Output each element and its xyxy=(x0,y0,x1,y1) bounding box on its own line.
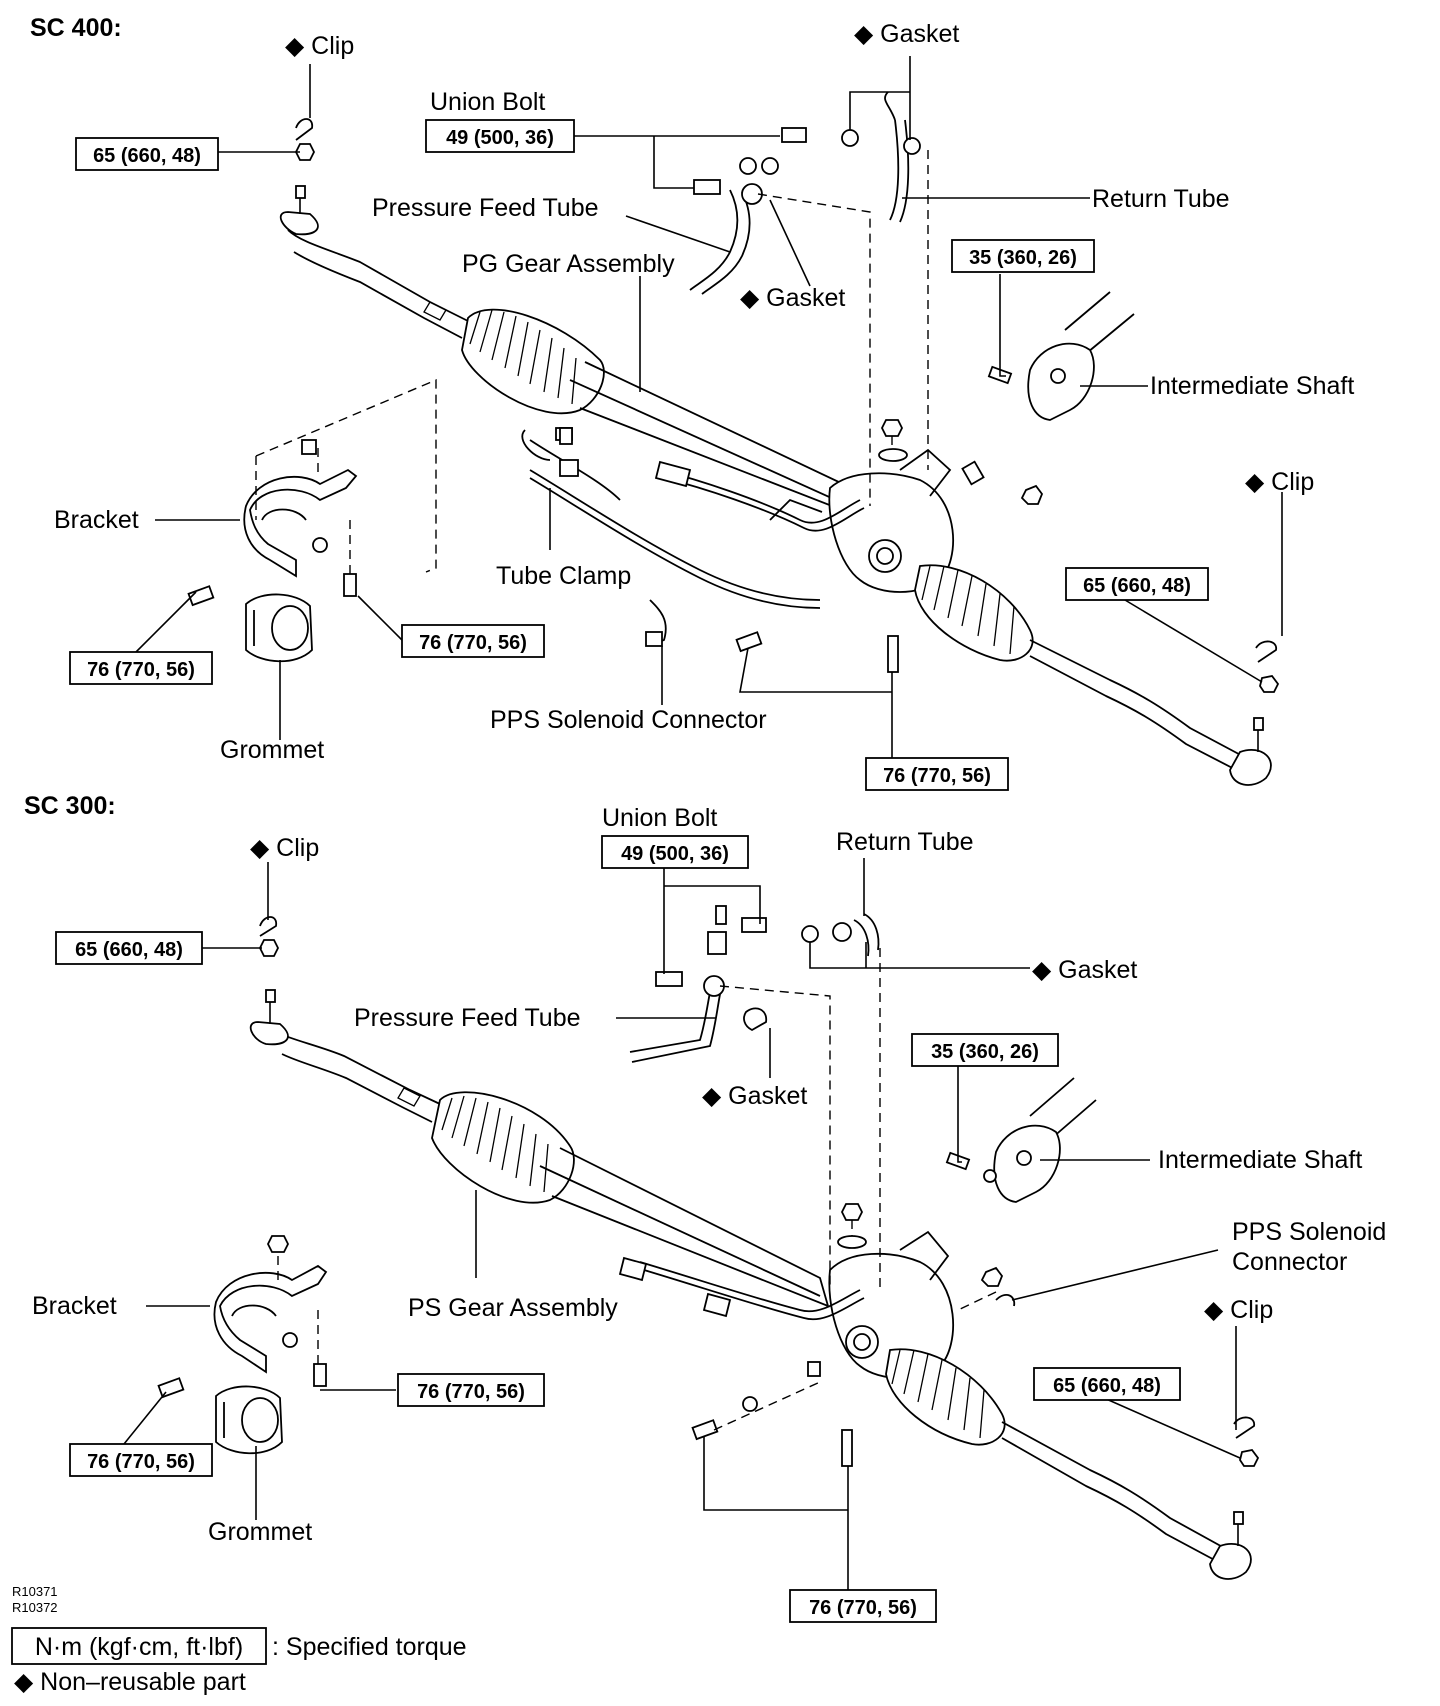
sc400-section: SC 400: xyxy=(30,14,1354,791)
figure-ref-1: R10371 xyxy=(12,1584,58,1599)
svg-text:76 (770, 56): 76 (770, 56) xyxy=(809,1597,917,1619)
sc300-clip-right-label: ◆ Clip xyxy=(1204,1296,1273,1324)
sc400-torque-box-bl: 76 (770, 56) xyxy=(69,651,213,685)
sc300-leader-lines xyxy=(123,858,1241,1590)
sc400-fasteners xyxy=(187,118,1280,693)
sc400-pps-solenoid-connector-label: PPS Solenoid Connector xyxy=(490,706,767,734)
sc300-bracket-part xyxy=(213,1235,328,1374)
sc300-tie-rod-right xyxy=(1001,1421,1252,1580)
sc300-torque-box-right: 65 (660, 48) xyxy=(1033,1367,1181,1401)
sc300-right-boot xyxy=(885,1348,1006,1446)
sc400-union-bolt-label: Union Bolt xyxy=(430,88,545,116)
legend-non-reusable: ◆ Non–reusable part xyxy=(14,1668,246,1696)
sc400-torque-box-bottom: 76 (770, 56) xyxy=(865,757,1009,791)
sc400-torque-box-shaft: 35 (360, 26) xyxy=(951,239,1095,273)
sc400-header: SC 400: xyxy=(30,14,122,42)
svg-text:76 (770, 56): 76 (770, 56) xyxy=(417,1381,525,1403)
sc400-pressure-tubes xyxy=(529,91,910,609)
sc300-grommet-label: Grommet xyxy=(208,1518,312,1546)
sc300-pps-solenoid-label-line2: Connector xyxy=(1232,1248,1347,1276)
sc400-bracket-label: Bracket xyxy=(54,506,139,534)
sc400-rack-housing xyxy=(287,229,870,522)
sc300-union-bolt-label: Union Bolt xyxy=(602,804,717,832)
sc300-gasket-right-label: ◆ Gasket xyxy=(1032,956,1137,984)
svg-text:65 (660, 48): 65 (660, 48) xyxy=(1053,1375,1161,1397)
svg-text:35 (360, 26): 35 (360, 26) xyxy=(931,1041,1039,1063)
sc400-bracket-part xyxy=(243,439,358,578)
sc400-tube-clamp-label: Tube Clamp xyxy=(496,562,631,590)
sc400-clip-right-label: ◆ Clip xyxy=(1245,468,1314,496)
figure-ref-2: R10372 xyxy=(12,1600,58,1615)
sc300-torque-box-bl: 76 (770, 56) xyxy=(69,1443,213,1477)
sc300-gasket-mid-label: ◆ Gasket xyxy=(702,1082,807,1110)
sc400-clip-top-label: ◆ Clip xyxy=(285,32,354,60)
sc400-return-tube-label: Return Tube xyxy=(1092,185,1230,213)
svg-text:76 (770, 56): 76 (770, 56) xyxy=(87,1451,195,1473)
sc300-torque-box-bm: 76 (770, 56) xyxy=(397,1373,545,1407)
svg-text:N·m (kgf·cm, ft·lbf): N·m (kgf·cm, ft·lbf) xyxy=(35,1633,243,1661)
sc400-torque-box-bm: 76 (770, 56) xyxy=(401,624,545,658)
legend-torque-desc: : Specified torque xyxy=(272,1633,467,1661)
svg-text:65 (660, 48): 65 (660, 48) xyxy=(1083,575,1191,597)
sc300-ps-gear-assembly-label: PS Gear Assembly xyxy=(408,1294,618,1322)
sc300-ps-gear-valve xyxy=(828,1230,1016,1379)
sc300-torque-box-shaft: 35 (360, 26) xyxy=(911,1033,1059,1067)
sc400-right-boot xyxy=(914,564,1034,662)
sc400-grommet-part xyxy=(245,593,313,663)
sc400-intermediate-shaft-part xyxy=(987,291,1135,421)
sc300-dashed-lines xyxy=(277,948,997,1431)
sc300-header: SC 300: xyxy=(24,792,116,820)
sc400-pressure-feed-tube-label: Pressure Feed Tube xyxy=(372,194,599,222)
sc300-bracket-label: Bracket xyxy=(32,1292,117,1320)
legend: N·m (kgf·cm, ft·lbf) : Specified torque … xyxy=(11,1627,467,1696)
sc300-intermediate-shaft-part xyxy=(945,1077,1097,1203)
sc400-grommet-label: Grommet xyxy=(220,736,324,764)
sc300-torque-box-tl: 65 (660, 48) xyxy=(55,931,203,965)
sc400-gasket-mid-label: ◆ Gasket xyxy=(740,284,845,312)
svg-text:65 (660, 48): 65 (660, 48) xyxy=(93,145,201,167)
sc400-torque-box-right: 65 (660, 48) xyxy=(1065,567,1209,601)
sc300-pressure-feed-tube-label: Pressure Feed Tube xyxy=(354,1004,581,1032)
sc300-tie-rod-end-left xyxy=(249,989,421,1107)
legend-torque-unit-box: N·m (kgf·cm, ft·lbf) xyxy=(11,1627,267,1665)
sc400-tie-rod-end-left xyxy=(279,185,447,321)
sc300-pps-solenoid-label-line1: PPS Solenoid xyxy=(1232,1218,1386,1246)
svg-text:35 (360, 26): 35 (360, 26) xyxy=(969,247,1077,269)
svg-text:76 (770, 56): 76 (770, 56) xyxy=(883,765,991,787)
sc300-section: SC 300: xyxy=(24,792,1386,1623)
sc400-gasket-top-label: ◆ Gasket xyxy=(854,20,959,48)
sc300-return-tube-label: Return Tube xyxy=(836,828,974,856)
svg-text:49 (500, 36): 49 (500, 36) xyxy=(621,843,729,865)
sc400-pg-gear-assembly-label: PG Gear Assembly xyxy=(462,250,675,278)
sc300-grommet-part xyxy=(215,1385,283,1455)
svg-text:49 (500, 36): 49 (500, 36) xyxy=(446,127,554,149)
sc300-clip-top-label: ◆ Clip xyxy=(250,834,319,862)
sc300-pressure-tubes xyxy=(618,913,880,1321)
sc400-leader-lines xyxy=(131,56,1283,758)
sc300-fasteners xyxy=(157,905,1260,1467)
sc400-torque-box-union: 49 (500, 36) xyxy=(425,119,575,153)
svg-text:76 (770, 56): 76 (770, 56) xyxy=(87,659,195,681)
svg-text:76 (770, 56): 76 (770, 56) xyxy=(419,632,527,654)
sc300-torque-box-union: 49 (500, 36) xyxy=(601,835,749,869)
sc300-torque-box-bottom: 76 (770, 56) xyxy=(789,1589,937,1623)
svg-text:65 (660, 48): 65 (660, 48) xyxy=(75,939,183,961)
sc300-rack-housing xyxy=(275,1031,830,1308)
sc400-dashed-lines xyxy=(255,150,929,580)
sc300-intermediate-shaft-label: Intermediate Shaft xyxy=(1158,1146,1362,1174)
sc400-torque-box-tl: 65 (660, 48) xyxy=(75,137,219,171)
sc400-tie-rod-right xyxy=(1029,639,1272,786)
sc400-intermediate-shaft-label: Intermediate Shaft xyxy=(1150,372,1354,400)
